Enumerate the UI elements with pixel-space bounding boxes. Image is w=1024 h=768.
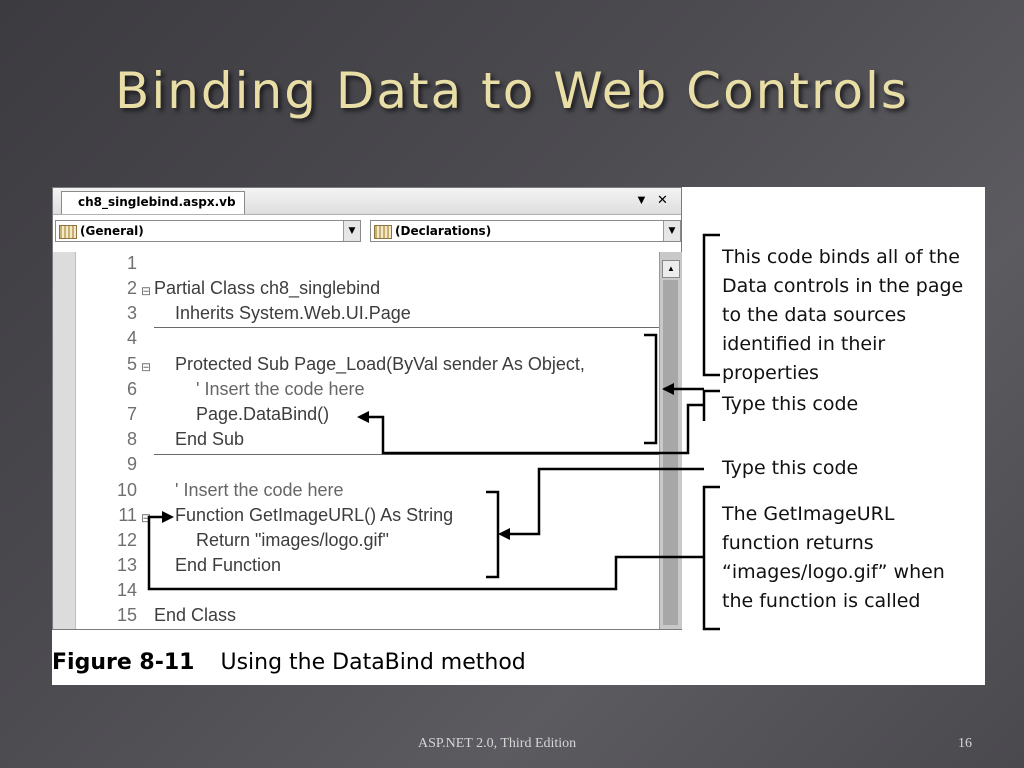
leader-type2 (508, 467, 704, 536)
leader-function (147, 515, 704, 591)
footer-text: ASP.NET 2.0, Third Edition (418, 736, 577, 751)
scroll-up-icon[interactable]: ▲ (662, 260, 680, 278)
method-icon (374, 225, 392, 239)
bracket-type1 (702, 389, 720, 421)
declarations-combo[interactable]: (Declarations) ▼ (370, 220, 681, 242)
code-line-5: Protected Sub Page_Load(ByVal sender As … (175, 354, 585, 374)
annotation-overlay (147, 233, 720, 631)
line-number: 13 (116, 555, 137, 575)
callout-getimageurl: The GetImageURL function returns “images… (722, 503, 945, 612)
figure-caption: Figure 8-11 Using the DataBind method (52, 650, 526, 675)
figure-caption-text: Using the DataBind method (220, 650, 526, 675)
line-number: 6 (126, 379, 137, 399)
editor-gutter (53, 252, 76, 629)
figure-label: Figure 8-11 (52, 650, 195, 675)
declarations-combo-label: (Declarations) (395, 224, 492, 238)
line-number: 5 (126, 354, 137, 374)
code-line-6: ' Insert the code here (196, 379, 365, 399)
code-line-11: Function GetImageURL() As String (175, 505, 454, 525)
code-line-15: End Class (154, 605, 237, 625)
code-line-12: Return "images/logo.gif" (196, 530, 389, 550)
bracket-function (486, 490, 500, 579)
line-number: 8 (126, 429, 137, 449)
line-number: 9 (126, 454, 137, 474)
code-line-10: ' Insert the code here (175, 480, 344, 500)
line-number: 7 (126, 404, 137, 424)
line-number: 15 (116, 605, 137, 625)
collapse-icon[interactable]: ⊟ (141, 284, 152, 298)
line-number: 11 (118, 505, 137, 525)
code-line-7: Page.DataBind() (196, 404, 330, 424)
procedure-separator (154, 454, 659, 455)
chevron-down-icon: ▼ (343, 221, 360, 241)
tab-ch8-singlebind[interactable]: ch8_singlebind.aspx.vb (61, 191, 245, 214)
close-icon[interactable]: ✕ (657, 192, 668, 207)
callout-type-this-code-2: Type this code (722, 457, 859, 479)
bracket-page-load (644, 333, 658, 445)
line-number: 12 (116, 530, 137, 550)
line-number: 2 (126, 278, 137, 298)
arrow-head (162, 511, 174, 523)
code-line-2: Partial Class ch8_singlebind (154, 278, 381, 298)
code-line-8: End Sub (175, 429, 245, 449)
line-number: 10 (116, 480, 137, 500)
collapse-icon[interactable]: ⊟ (141, 360, 152, 374)
bracket-binds-callout (702, 233, 720, 377)
page-number: 16 (958, 736, 972, 751)
general-combo[interactable]: (General) ▼ (55, 220, 361, 242)
arrow-head (662, 383, 674, 395)
dropdown-icon[interactable]: ▼ (635, 192, 648, 207)
leader-type1 (367, 403, 704, 455)
code-line-13: End Function (175, 555, 282, 575)
arrow-head (498, 528, 510, 540)
line-number: 14 (116, 580, 137, 600)
editor-tab-bar: ch8_singlebind.aspx.vb ▼ ✕ (53, 188, 681, 215)
line-number: 1 (126, 253, 137, 273)
chevron-down-icon: ▼ (663, 221, 680, 241)
class-icon (59, 225, 77, 239)
figure-8-11: ch8_singlebind.aspx.vb ▼ ✕ (General) ▼ (… (52, 187, 985, 685)
collapse-icon[interactable]: ⊟ (141, 511, 152, 525)
general-combo-label: (General) (80, 224, 144, 238)
line-number: 3 (126, 303, 137, 323)
bracket-function-callout (702, 485, 720, 631)
line-number: 4 (126, 328, 137, 348)
slide-title: Binding Data to Web Controls (115, 62, 909, 120)
code-line-3: Inherits System.Web.UI.Page (175, 303, 411, 323)
callout-binds: This code binds all of the Data controls… (722, 246, 964, 384)
procedure-separator (154, 327, 659, 328)
arrow-head (357, 411, 369, 423)
callout-type-this-code-1: Type this code (722, 393, 859, 415)
